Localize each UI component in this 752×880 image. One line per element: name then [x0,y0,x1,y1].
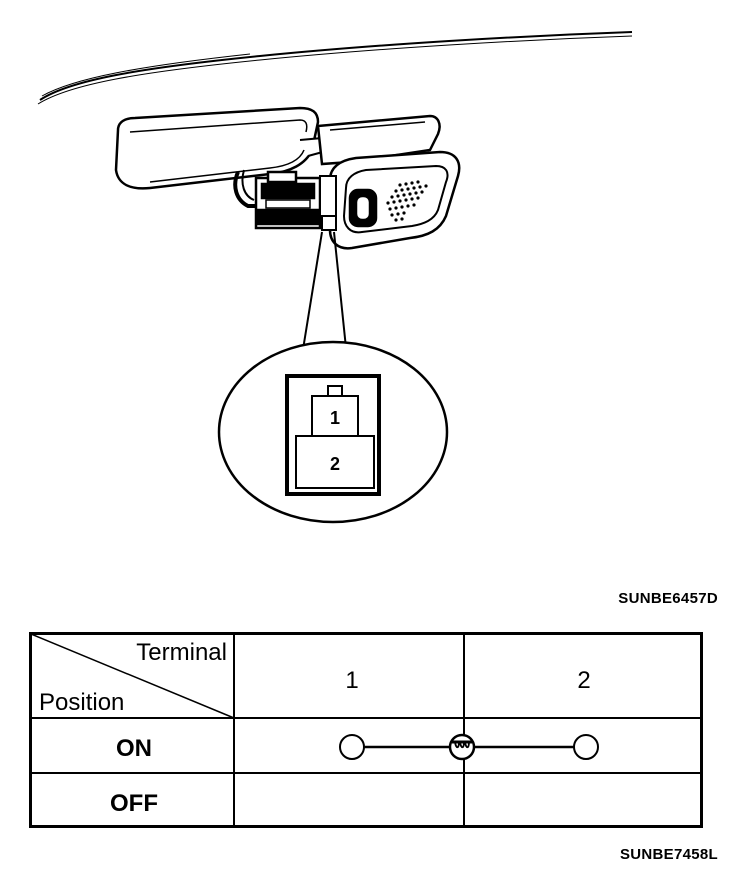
header-position: Position [39,689,124,716]
windshield-edge [37,31,633,105]
row-position-on: ON [116,735,152,762]
terminal-2-header: 2 [577,667,590,694]
wire-harness [233,169,262,208]
connector-face [285,374,381,496]
component-illustration: 1 2 [37,31,633,524]
connector-terminal-2-label: 2 [330,454,340,474]
continuity-symbol-on [339,733,599,761]
continuity-table: Terminal Position 1 2 ON OFF [29,632,703,828]
rear-view-mirror [114,106,340,190]
header-terminal: Terminal [136,639,227,666]
terminal-1-header: 1 [345,667,358,694]
lamp-bulb-icon [448,733,476,761]
table-frame [29,632,703,828]
table-code: SUNBE7458L [619,846,718,863]
header-diagonal [30,633,235,719]
illustration-code: SUNBE6457D [618,590,718,607]
terminal-1-node [339,734,365,760]
lamp-lens-pattern [386,180,428,222]
terminal-2-node [573,734,599,760]
connector-housing [254,170,322,230]
row-position-off: OFF [110,790,158,817]
map-lamp [319,150,461,250]
connector-terminal-1-label: 1 [330,408,340,428]
